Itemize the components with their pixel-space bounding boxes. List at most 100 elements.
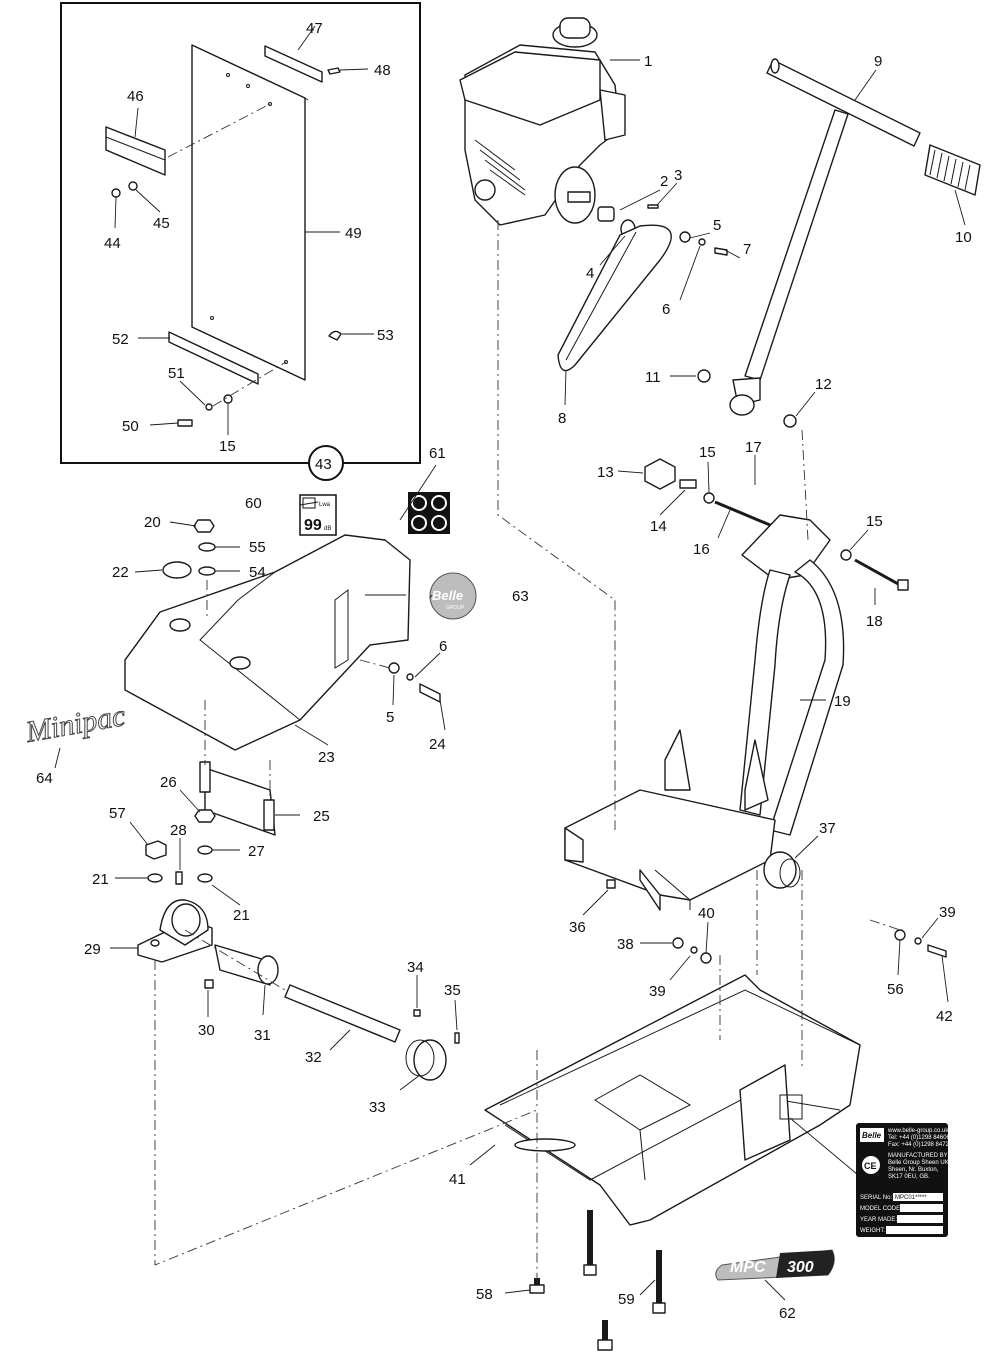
callout-7: 7	[743, 241, 751, 258]
washer	[894, 929, 906, 941]
key	[647, 204, 659, 209]
callout-18: 18	[866, 613, 883, 630]
callout-42: 42	[936, 1008, 953, 1025]
handle	[729, 58, 981, 416]
callout-56: 56	[887, 981, 904, 998]
callout-41: 41	[449, 1171, 466, 1188]
washer	[840, 549, 852, 561]
callout-19: 19	[834, 693, 851, 710]
callout-25: 25	[313, 808, 330, 825]
washer	[197, 845, 213, 855]
noise-prefix: Lwa	[319, 502, 331, 508]
guard-plate	[191, 44, 306, 381]
plate-ce-mark: CE	[864, 1161, 877, 1171]
callout-23: 23	[318, 749, 335, 766]
bracket-plate	[204, 767, 276, 836]
callout-46: 46	[127, 88, 144, 105]
bottom-strip	[168, 331, 259, 385]
callout-29: 29	[84, 941, 101, 958]
callout-49: 49	[345, 225, 362, 242]
plate-model-label: MODEL CODE:	[860, 1206, 902, 1212]
spacer	[597, 206, 615, 222]
callout-45: 45	[153, 215, 170, 232]
callout-14: 14	[650, 518, 667, 535]
assembly-lines	[154, 220, 901, 1285]
noise-value: 99	[304, 517, 322, 534]
callout-21: 21	[233, 907, 250, 924]
callout-38: 38	[617, 936, 634, 953]
plate-fax: Fax: +44 (0)1298 84722	[888, 1142, 953, 1148]
screw	[606, 879, 616, 889]
callout-50: 50	[122, 418, 139, 435]
callout-15: 15	[699, 444, 716, 461]
callout-17: 17	[745, 439, 762, 456]
callout-33: 33	[369, 1099, 386, 1116]
callout-31: 31	[254, 1027, 271, 1044]
callout-13: 13	[597, 464, 614, 481]
callout-4: 4	[586, 265, 594, 282]
model-badge-left: MPC	[730, 1259, 766, 1276]
callout-32: 32	[305, 1049, 322, 1066]
knob	[644, 458, 676, 490]
leader-lines	[54, 25, 966, 1301]
callout-51: 51	[168, 365, 185, 382]
noise-level-decal: Lwa 99 dB	[299, 494, 337, 536]
belle-brand: Belle	[432, 588, 463, 603]
callout-10: 10	[955, 229, 972, 246]
washer	[690, 946, 698, 954]
callout-6: 6	[662, 301, 670, 318]
callout-20: 20	[144, 514, 161, 531]
callout-35: 35	[444, 982, 461, 999]
bolt	[927, 944, 947, 958]
rod	[714, 500, 771, 527]
washer	[703, 492, 715, 504]
callout-2: 2	[660, 173, 668, 190]
bolt	[177, 419, 193, 427]
plate-web: www.belle-group.co.uk	[887, 1128, 949, 1134]
callout-55: 55	[249, 539, 266, 556]
washer	[388, 662, 400, 674]
callout-47: 47	[306, 20, 323, 37]
bolt	[419, 683, 441, 703]
callout-61: 61	[429, 445, 446, 462]
minipac-logo-decal: Minipac	[22, 699, 128, 750]
noise-unit: dB	[324, 526, 331, 532]
spring-washer	[698, 238, 706, 246]
nut	[145, 840, 167, 860]
callout-34: 34	[407, 959, 424, 976]
callout-8: 8	[558, 410, 566, 427]
callout-62: 62	[779, 1305, 796, 1322]
callout-5: 5	[713, 217, 721, 234]
nut	[193, 519, 215, 533]
plate-tel: Tel: +44 (0)1298 84606	[888, 1135, 951, 1141]
model-badge-decal: MPC 300	[715, 1249, 835, 1281]
callout-52: 52	[112, 331, 129, 348]
minipac-text: Minipac	[23, 699, 128, 749]
washer	[783, 414, 797, 428]
callout-22: 22	[112, 564, 129, 581]
engine	[459, 17, 626, 226]
callout-57: 57	[109, 805, 126, 822]
callout-36: 36	[569, 919, 586, 936]
washer	[205, 403, 213, 411]
callout-28: 28	[170, 822, 187, 839]
callout-numbers: 1 2 3 4 5 5 6 6 7 8 9 10 11 12 13 14 15 …	[36, 20, 972, 1322]
v-belt	[557, 224, 672, 372]
bolts-58-59	[529, 1210, 666, 1351]
grub-screw	[204, 979, 214, 989]
nut	[697, 369, 711, 383]
callout-64: 64	[36, 770, 53, 787]
washer	[679, 231, 691, 243]
ppe-safety-decal	[408, 492, 450, 534]
plate-weight-label: WEIGHT:	[860, 1228, 885, 1234]
bearing-block	[137, 899, 213, 963]
engine-cover	[124, 534, 411, 751]
spring-washer	[914, 937, 922, 945]
callout-37: 37	[819, 820, 836, 837]
callout-3: 3	[674, 167, 682, 184]
callout-27: 27	[248, 843, 265, 860]
washer	[147, 873, 163, 883]
plate-address3: SK17 0EU, GB.	[888, 1174, 930, 1180]
callout-26: 26	[160, 774, 177, 791]
